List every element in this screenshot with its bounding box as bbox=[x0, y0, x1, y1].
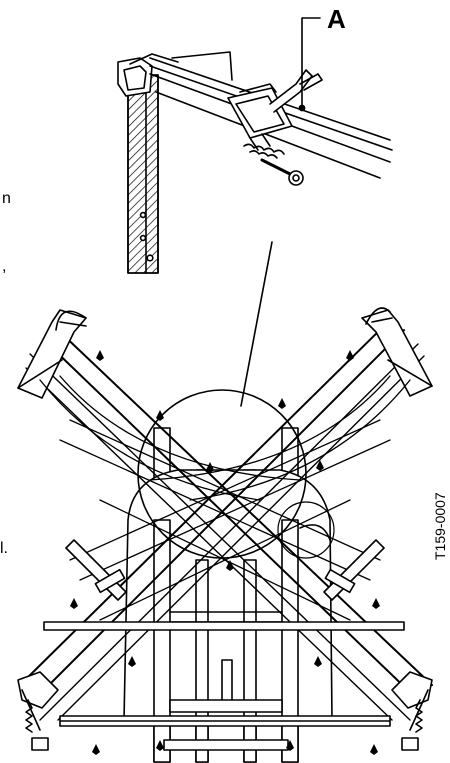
boom-wing-left bbox=[17, 307, 433, 751]
margin-fragment: , bbox=[2, 258, 7, 275]
callout-leader bbox=[301, 17, 321, 107]
latch-detail bbox=[117, 17, 393, 407]
figure-number: T159-0007 bbox=[432, 492, 448, 560]
margin-fragment: n bbox=[2, 190, 11, 207]
detail-circle bbox=[137, 389, 307, 559]
callout-label-a: A bbox=[327, 4, 346, 34]
lock-pin bbox=[260, 158, 292, 176]
nozzles bbox=[70, 350, 380, 755]
folded-boom-view bbox=[17, 307, 433, 763]
bottom-crossbars bbox=[43, 621, 405, 727]
side-supports bbox=[65, 539, 385, 601]
detail-connector bbox=[240, 241, 273, 407]
tie-cables bbox=[39, 375, 411, 621]
margin-fragment: l. bbox=[0, 540, 8, 557]
latch-post bbox=[127, 74, 159, 274]
